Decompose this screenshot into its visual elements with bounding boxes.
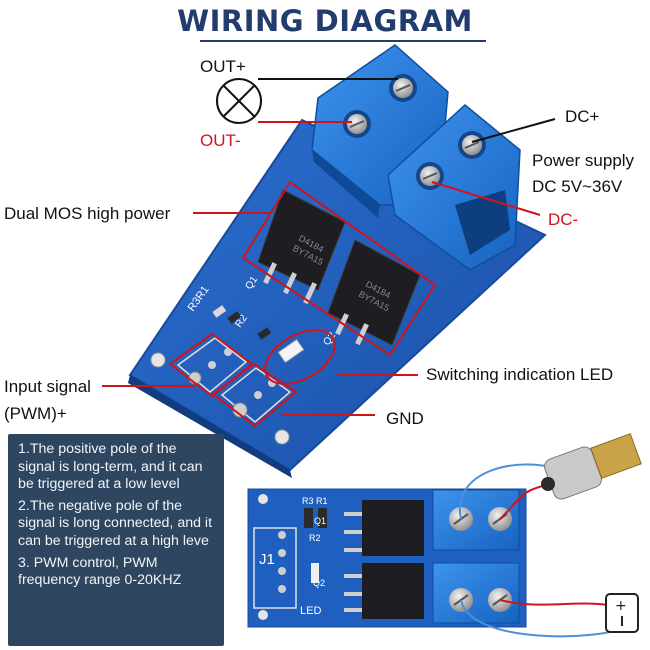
led-highlight-ellipse (264, 329, 336, 385)
info-item-1: 1.The positive pole of the signal is lon… (18, 441, 203, 493)
indicator-led (277, 339, 305, 363)
silkscreen-r2-bottom: R2 (309, 533, 321, 543)
svg-text:+: + (615, 598, 627, 614)
label-dual-mos: Dual MOS high power (4, 204, 171, 223)
mount-hole (150, 352, 166, 368)
info-panel: 1.The positive pole of the signal is lon… (8, 434, 224, 646)
label-dc-minus: DC- (548, 210, 579, 229)
info-item-3: 3. PWM control, PWM frequency range 0-20… (18, 554, 182, 589)
silkscreen-r3: R3 (302, 496, 314, 506)
page-title: WIRING DIAGRAM (177, 4, 473, 38)
wire-battery-pos (499, 599, 609, 606)
info-item-2: 2.The negative pole of the signal is lon… (18, 497, 213, 549)
load-lamp-icon (216, 78, 262, 124)
silkscreen-j1: J1 (259, 551, 275, 568)
wire-motor-pos (499, 484, 549, 520)
mount-hole (274, 429, 290, 445)
wiring-example-photo: J1 R3 R1 Q1 R2 Q2 LED (247, 488, 527, 628)
label-out-minus: OUT- (200, 131, 241, 150)
silkscreen-r1: R1 (316, 496, 328, 506)
label-dc-plus: DC+ (565, 107, 600, 126)
mosfet-highlight-frame (241, 180, 437, 357)
pcb-edge (128, 375, 292, 478)
label-out-plus: OUT+ (200, 57, 246, 76)
label-voltage-range: DC 5V~36V (532, 177, 623, 196)
gnd-pin-highlight (211, 362, 298, 428)
module-board-main: D4184 BY7A15 D4184 BY7A15 R3R1 Q1 R2 Q2 (128, 44, 547, 478)
mosfet-q1: D4184 BY7A15 (257, 189, 346, 305)
label-gnd: GND (386, 409, 424, 428)
silkscreen-q2-bottom: Q2 (313, 578, 325, 588)
label-input-signal: Input signal (4, 377, 91, 396)
label-switching-led: Switching indication LED (426, 365, 614, 384)
motor-icon (541, 433, 642, 500)
label-power-supply: Power supply (532, 151, 635, 170)
title-underline (200, 40, 486, 42)
mosfet-q2: D4184 BY7A15 (327, 239, 421, 346)
silkscreen-led: LED (300, 605, 321, 617)
input-pin-highlight (168, 332, 254, 398)
silkscreen-q1-bottom: Q1 (314, 516, 326, 526)
label-pwm: (PWM)+ (4, 404, 67, 423)
input-header (176, 337, 292, 423)
battery-icon: + (605, 593, 639, 633)
terminal-block-dc (387, 104, 521, 271)
annotation-overlays (102, 78, 556, 428)
